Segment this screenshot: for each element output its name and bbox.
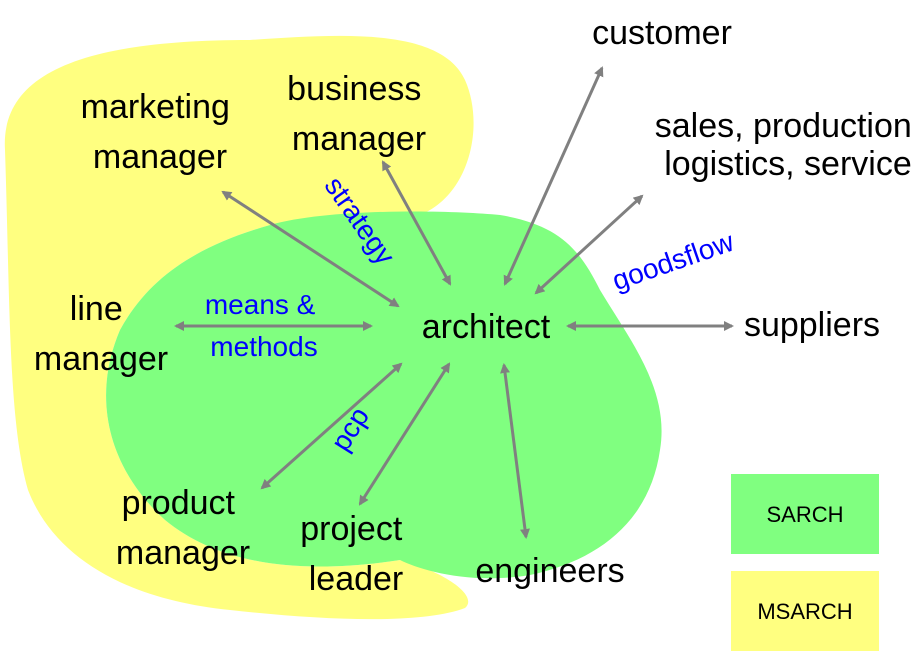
arrow-project-architect xyxy=(358,362,451,506)
legend: SARCH MSARCH xyxy=(731,474,879,651)
node-customer: customer xyxy=(592,14,732,52)
node-sales-production: sales, production logistics, service xyxy=(655,107,920,183)
arrows xyxy=(174,66,734,539)
arrow-customer-architect xyxy=(503,66,604,286)
edge-label-goodsflow: goodsflow xyxy=(608,226,738,297)
arrow-sales-architect xyxy=(534,194,644,295)
edge-label-means-methods: means & methods xyxy=(205,289,323,362)
node-architect: architect xyxy=(422,308,551,346)
legend-sarch-swatch xyxy=(731,474,879,554)
legend-sarch-label: SARCH xyxy=(766,502,843,527)
arrow-marketing-architect xyxy=(221,190,400,308)
msarch-region xyxy=(4,35,474,620)
arrow-business-architect xyxy=(381,160,452,286)
node-marketing-manager: marketing manager xyxy=(81,88,240,176)
node-engineers: engineers xyxy=(475,552,624,590)
node-business-manager: business manager xyxy=(287,70,431,158)
node-project-leader: project leader xyxy=(300,510,412,598)
legend-msarch-swatch xyxy=(731,571,879,651)
node-line-manager: line manager xyxy=(34,290,168,378)
legend-msarch-label: MSARCH xyxy=(757,599,852,624)
arrow-engineers-architect xyxy=(500,363,530,539)
node-suppliers: suppliers xyxy=(744,306,880,344)
node-product-manager: product manager xyxy=(116,484,250,572)
